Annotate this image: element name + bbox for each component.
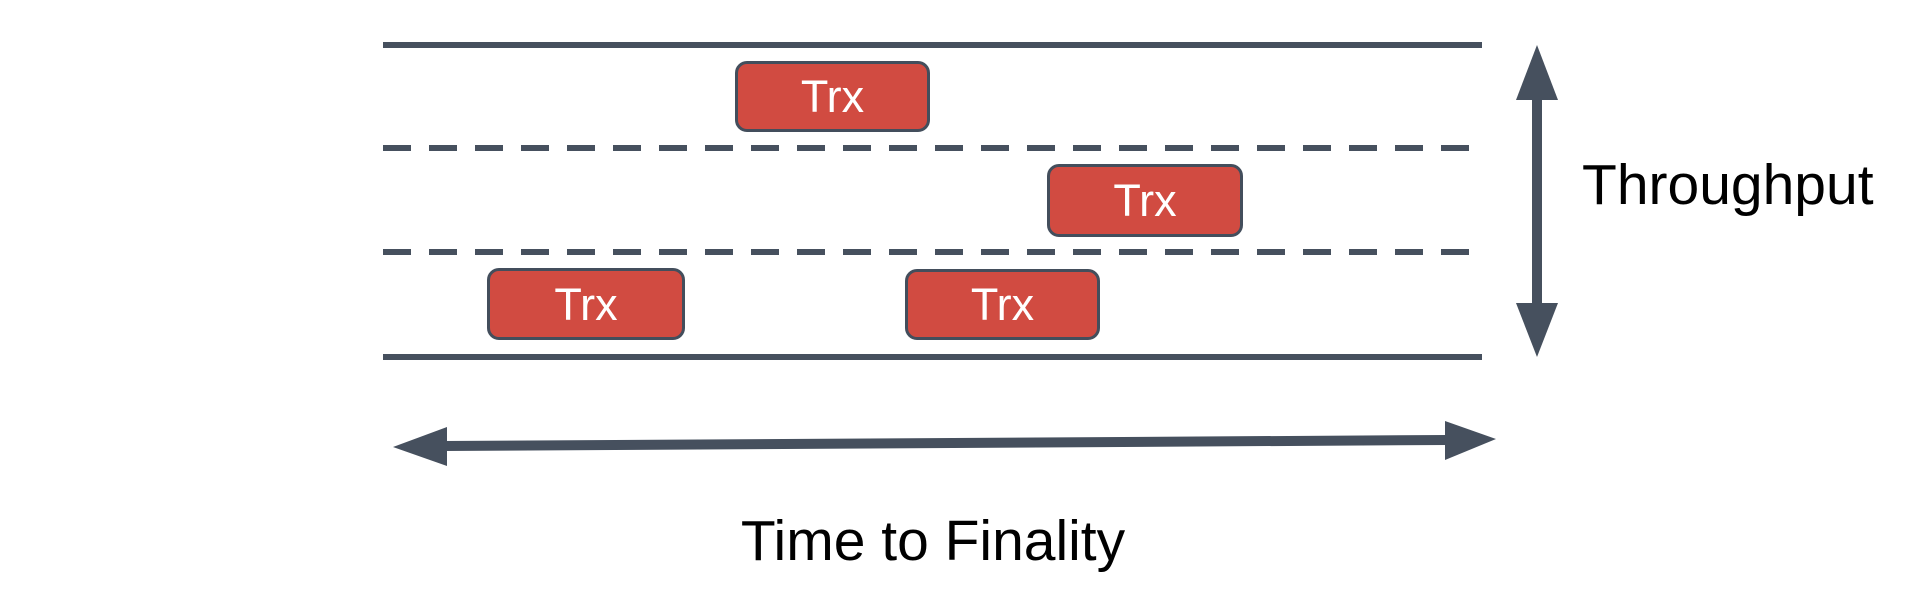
throughput-double-arrow-icon <box>1516 45 1558 357</box>
trx-label: Trx <box>800 71 865 122</box>
throughput-arrow-head-up <box>1516 45 1558 100</box>
trx-label: Trx <box>970 279 1035 330</box>
trx-box-bottom-lane-right: Trx <box>905 269 1100 340</box>
trx-box-top-lane: Trx <box>735 61 930 132</box>
throughput-arrow-head-down <box>1516 303 1558 357</box>
time-arrow-shaft <box>443 435 1449 451</box>
time-arrow-head-left <box>393 427 447 466</box>
time-to-finality-double-arrow-icon <box>393 421 1496 466</box>
trx-label: Trx <box>1113 175 1177 226</box>
time-to-finality-label: Time to Finality <box>740 509 1126 573</box>
throughput-label: Throughput <box>1582 153 1874 217</box>
time-arrow-head-right <box>1445 421 1496 460</box>
trx-box-middle-lane: Trx <box>1047 164 1243 237</box>
trx-label: Trx <box>554 278 618 330</box>
trx-box-bottom-lane-left: Trx <box>487 268 685 340</box>
